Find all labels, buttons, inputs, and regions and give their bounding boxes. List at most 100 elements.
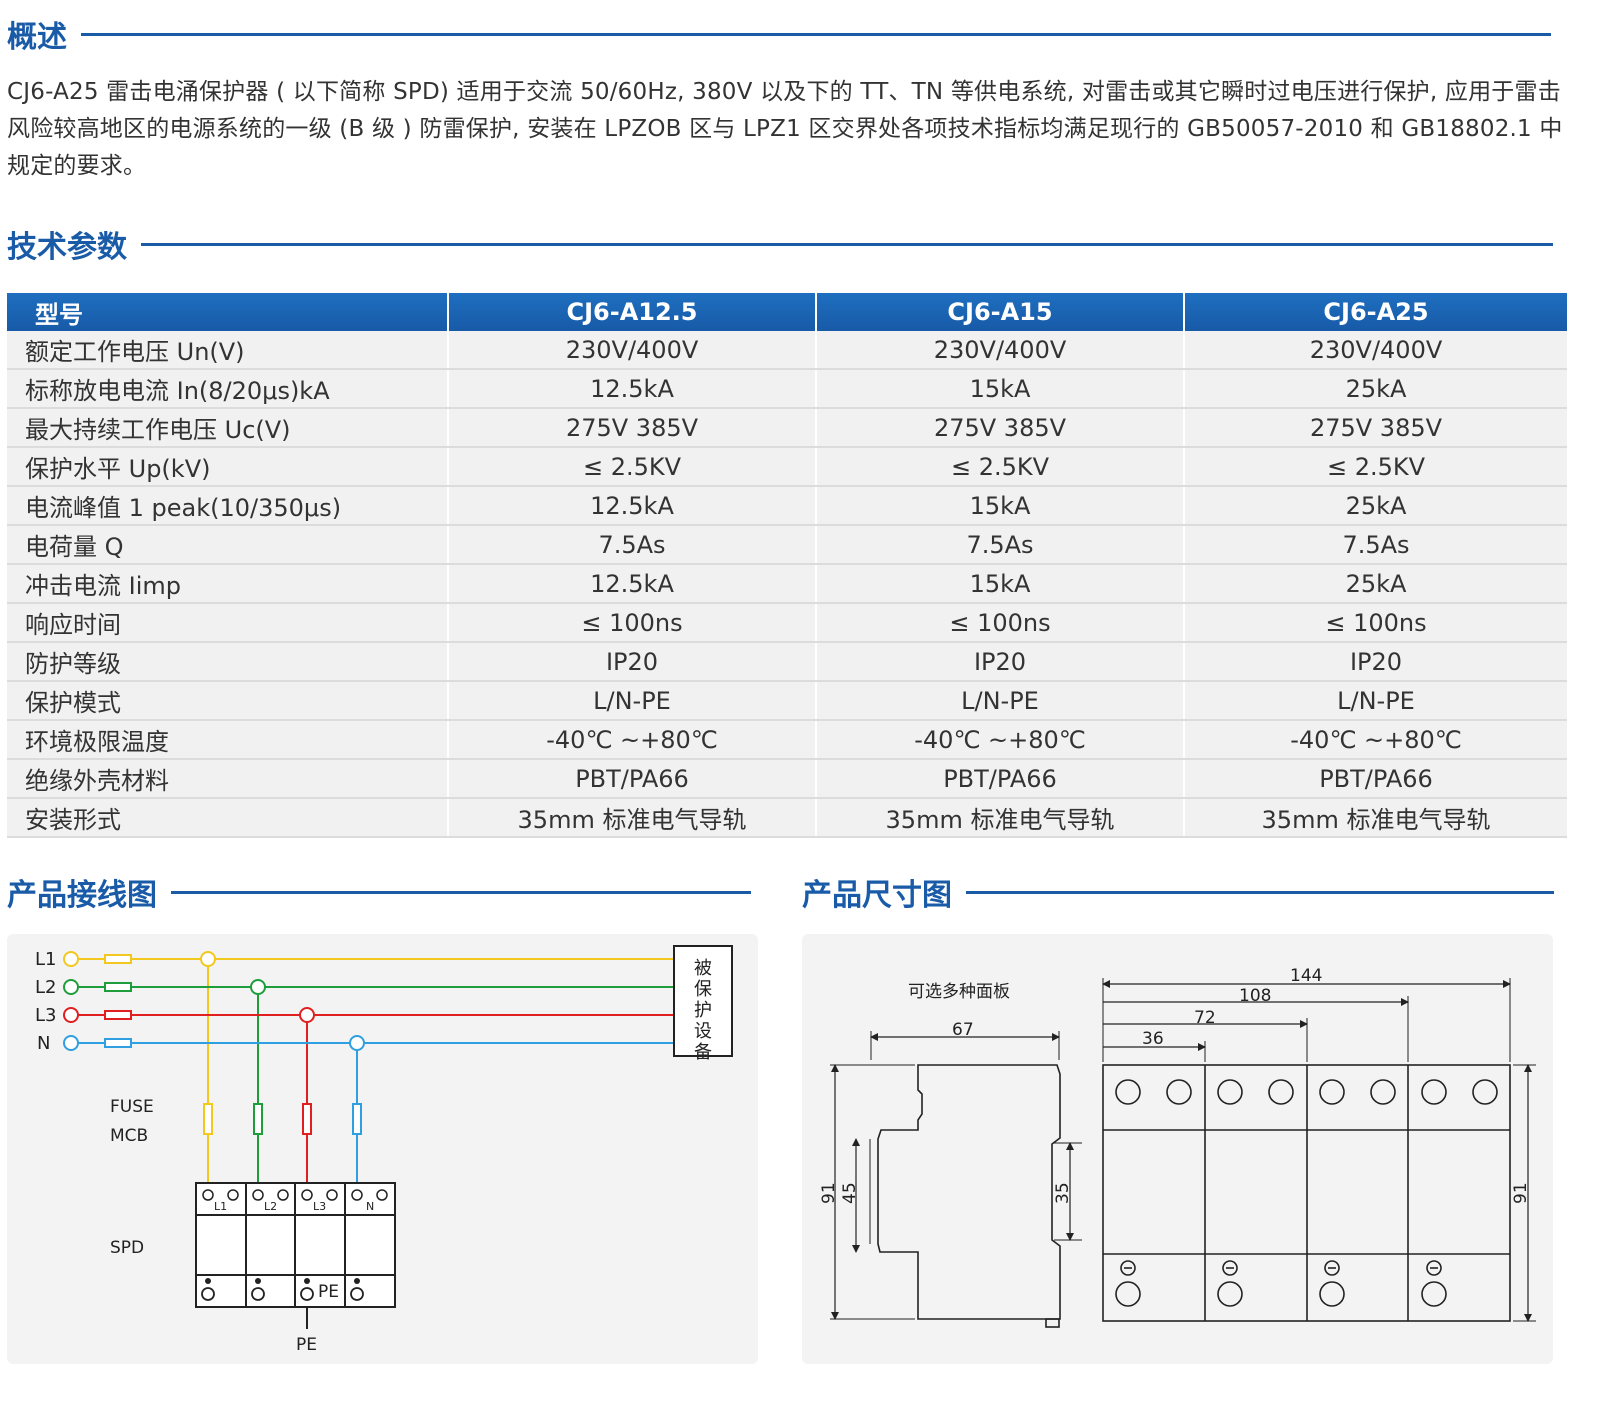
col-header-model: 型号 (7, 293, 449, 331)
spec-value-cell: ≤ 2.5KV (448, 447, 817, 487)
col-header-a15: CJ6-A15 (816, 293, 1185, 331)
wiring-diagram: L1 L2 L3 N (35, 945, 733, 1355)
spec-value-cell: 25kA (1184, 486, 1567, 526)
front-view (1102, 1064, 1511, 1322)
spec-value-cell: -40℃ ~+80℃ (448, 720, 817, 760)
spec-value-cell: 230V/400V (1184, 331, 1567, 370)
spec-value-cell: L/N-PE (1184, 681, 1567, 721)
spec-value-cell: 275V 385V (448, 408, 817, 448)
spd-module-label-l3: L3 (313, 1200, 326, 1213)
spec-value-cell: 35mm 标准电气导轨 (816, 798, 1185, 838)
dim-label-36: 36 (1142, 1029, 1164, 1049)
spd-module-label-n: N (366, 1200, 374, 1213)
dim-label-35: 35 (1053, 1182, 1073, 1204)
fuse-label: FUSE (110, 1097, 154, 1117)
protected-device-box (673, 945, 733, 1057)
section-divider (141, 242, 1553, 246)
wire-l1 (63, 951, 674, 1184)
spec-param-name: 冲击电流 Iimp (7, 564, 449, 604)
spec-value-cell: 275V 385V (816, 408, 1185, 448)
section-specs-title: 技术参数 (7, 230, 127, 265)
dimension-drawing: 可选多种面板 67 91 45 35 (819, 966, 1536, 1328)
spec-value-cell: 7.5As (448, 525, 817, 565)
spec-param-name: 最大持续工作电压 Uc(V) (7, 408, 449, 448)
spec-value-cell: 7.5As (816, 525, 1185, 565)
spec-value-cell: 15kA (816, 486, 1185, 526)
spec-table: 型号 CJ6-A12.5 CJ6-A15 CJ6-A25 额定工作电压 Un(V… (7, 293, 1567, 838)
mcb-label: MCB (110, 1126, 148, 1146)
section-wiring-title: 产品接线图 (7, 878, 157, 913)
spec-value-cell: L/N-PE (816, 681, 1185, 721)
wire-l2 (63, 979, 674, 1184)
spec-value-cell: -40℃ ~+80℃ (816, 720, 1185, 760)
dim-label-91-right: 91 (1511, 1182, 1531, 1204)
spec-table-row: 响应时间≤ 100ns≤ 100ns≤ 100ns (7, 603, 1567, 643)
section-specs-header: 技术参数 (7, 222, 1553, 266)
spec-value-cell: PBT/PA66 (448, 759, 817, 799)
spec-table-row: 保护水平 Up(kV)≤ 2.5KV≤ 2.5KV≤ 2.5KV (7, 447, 1567, 487)
spec-value-cell: 15kA (816, 564, 1185, 604)
panel-note: 可选多种面板 (908, 982, 1010, 1002)
spec-value-cell: 15kA (816, 369, 1185, 409)
wire-n (63, 1035, 674, 1184)
spec-value-cell: 7.5As (1184, 525, 1567, 565)
section-overview-title: 概述 (7, 20, 67, 55)
spec-value-cell: PBT/PA66 (816, 759, 1185, 799)
spec-value-cell: ≤ 2.5KV (816, 447, 1185, 487)
spec-param-name: 额定工作电压 Un(V) (7, 331, 449, 370)
section-wiring-header: 产品接线图 (7, 870, 751, 914)
spec-value-cell: ≤ 100ns (816, 603, 1185, 643)
spec-param-name: 保护水平 Up(kV) (7, 447, 449, 487)
pe-label: PE (296, 1335, 317, 1355)
dim-label-72: 72 (1194, 1008, 1216, 1028)
dim-label-45: 45 (840, 1182, 860, 1204)
spd-label: SPD (110, 1238, 144, 1258)
dim-label-108: 108 (1239, 986, 1271, 1006)
spd-block (195, 1182, 396, 1308)
spec-param-name: 防护等级 (7, 642, 449, 682)
spec-value-cell: 12.5kA (448, 564, 817, 604)
spec-value-cell: IP20 (1184, 642, 1567, 682)
section-divider (171, 890, 751, 894)
side-view (869, 1064, 1061, 1328)
spec-param-name: 绝缘外壳材料 (7, 759, 449, 799)
line-label-l2: L2 (35, 977, 56, 998)
spec-value-cell: PBT/PA66 (1184, 759, 1567, 799)
spec-param-name: 电流峰值 1 peak(10/350μs) (7, 486, 449, 526)
spec-param-name: 安装形式 (7, 798, 449, 838)
spec-value-cell: IP20 (816, 642, 1185, 682)
section-dimension-header: 产品尺寸图 (802, 870, 1554, 914)
col-header-a125: CJ6-A12.5 (448, 293, 817, 331)
protected-device-label: 被保护设备 (694, 958, 712, 1063)
spec-value-cell: -40℃ ~+80℃ (1184, 720, 1567, 760)
dim-label-144: 144 (1290, 966, 1322, 986)
spec-table-header-row: 型号 CJ6-A12.5 CJ6-A15 CJ6-A25 (7, 293, 1567, 331)
wire-l3 (63, 1007, 674, 1184)
dim-label-91-left: 91 (819, 1182, 839, 1204)
spec-value-cell: 12.5kA (448, 486, 817, 526)
line-label-l1: L1 (35, 949, 56, 970)
spec-table-row: 环境极限温度-40℃ ~+80℃-40℃ ~+80℃-40℃ ~+80℃ (7, 720, 1567, 760)
spec-param-name: 保护模式 (7, 681, 449, 721)
spec-value-cell: 230V/400V (448, 331, 817, 370)
spec-value-cell: 25kA (1184, 564, 1567, 604)
spd-module-label-l1: L1 (214, 1200, 227, 1213)
spec-value-cell: 35mm 标准电气导轨 (1184, 798, 1567, 838)
spec-value-cell: IP20 (448, 642, 817, 682)
spec-param-name: 环境极限温度 (7, 720, 449, 760)
line-label-n: N (37, 1033, 50, 1054)
spec-param-name: 标称放电电流 In(8/20μs)kA (7, 369, 449, 409)
col-header-a25: CJ6-A25 (1184, 293, 1567, 331)
spec-value-cell: 35mm 标准电气导轨 (448, 798, 817, 838)
dimension-drawing-panel: 可选多种面板 67 91 45 35 (802, 934, 1553, 1364)
spec-value-cell: ≤ 100ns (1184, 603, 1567, 643)
